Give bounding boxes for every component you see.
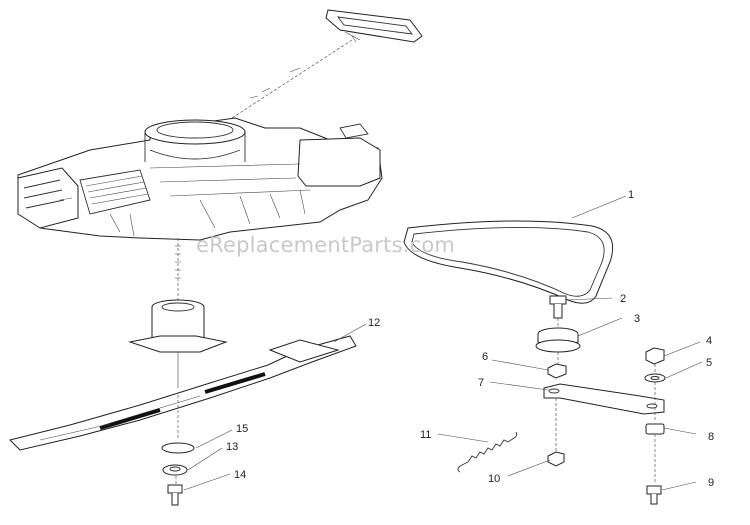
nut-6 <box>547 363 567 379</box>
callout-11: 11 <box>420 429 431 441</box>
watermark-text: eReplacementParts.com <box>196 233 455 257</box>
callout-5: 5 <box>706 357 712 369</box>
callout-15: 15 <box>236 423 248 435</box>
engine <box>17 117 383 300</box>
callout-6: 6 <box>482 351 488 363</box>
spring <box>457 431 518 473</box>
idler-hardware <box>644 347 666 505</box>
callout-3: 3 <box>634 313 640 325</box>
callout-7: 7 <box>478 377 484 389</box>
callout-10: 10 <box>488 473 500 485</box>
blade <box>9 335 357 451</box>
callout-1: 1 <box>628 189 634 201</box>
callout-12: 12 <box>368 317 380 329</box>
idler-arm <box>543 383 665 452</box>
callout-9: 9 <box>708 477 714 489</box>
callout-13: 13 <box>226 441 238 453</box>
nut-10 <box>547 451 565 467</box>
callout-14: 14 <box>234 469 246 481</box>
blade-hardware <box>161 395 195 506</box>
drive-belt <box>403 220 614 304</box>
leader-lines <box>183 195 703 491</box>
callout-4: 4 <box>706 335 712 347</box>
callout-2: 2 <box>620 293 626 305</box>
callout-labels: 1 2 3 4 5 6 7 8 9 10 11 12 13 14 15 <box>226 189 714 489</box>
pulley-assembly <box>535 295 581 372</box>
handle-assembly <box>231 9 423 119</box>
blade-adapter <box>128 299 228 388</box>
callout-8: 8 <box>708 431 714 443</box>
